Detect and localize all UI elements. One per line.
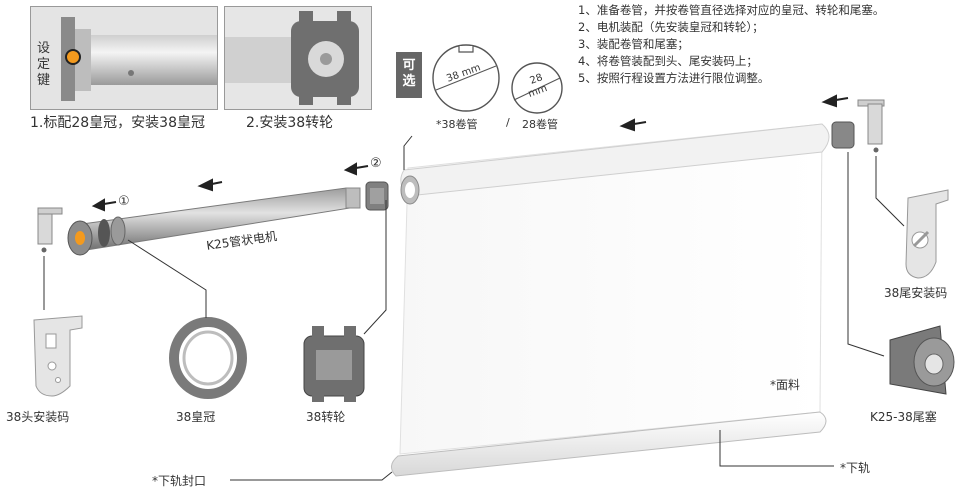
tubular-motor	[67, 187, 361, 256]
set-key-label: 设 定 键	[37, 41, 51, 88]
head-bracket-label: 38头安装码	[6, 410, 70, 424]
bottom-cap-label: *下轨封口	[152, 474, 207, 488]
drive-wheel-large	[303, 326, 365, 402]
caption-crown-photo: 1.标配28皇冠，安装38皇冠	[30, 115, 205, 131]
step-1-marker: ①	[118, 194, 130, 209]
tail-bracket-label: 38尾安装码	[884, 286, 948, 300]
instruction-steps: 1、准备卷管，并按卷管直径选择对应的皇冠、转轮和尾塞。 2、电机装配（先安装皇冠…	[578, 2, 884, 87]
step-5: 5、按照行程设置方法进行限位调整。	[578, 71, 770, 85]
fabric-label: *面料	[770, 378, 801, 392]
crown-ring	[169, 317, 247, 399]
step-2: 2、电机装配（先安装皇冠和转轮）；	[578, 20, 764, 34]
head-bracket-small	[37, 207, 63, 253]
caption-wheel-photo: 2.安装38转轮	[246, 115, 334, 131]
drive-wheel-illustration	[225, 7, 371, 109]
crown-label: 38皇冠	[176, 410, 216, 424]
tail-bracket-large	[905, 189, 949, 279]
step-2-marker: ②	[370, 156, 382, 171]
end-plug-large	[889, 325, 955, 395]
roller-blind	[391, 123, 830, 477]
step-3: 3、装配卷管和尾塞；	[578, 37, 689, 51]
optional-badge: 可 选	[396, 52, 422, 98]
tail-assembly-small	[831, 99, 885, 153]
bottom-rail-label: *下轨	[840, 461, 871, 475]
photo-motor-head: 设 定 键	[30, 6, 218, 110]
head-bracket-large	[33, 315, 83, 397]
wheel-label: 38转轮	[306, 410, 346, 424]
tube-28-section	[511, 62, 563, 114]
leader-lines	[43, 135, 905, 481]
tube-separator: /	[506, 116, 510, 129]
tube-38-label: *38卷管	[436, 118, 478, 131]
drive-wheel-small	[365, 181, 389, 211]
tube-28-label: 28卷管	[522, 118, 558, 131]
end-plug-label: K25-38尾塞	[870, 410, 937, 424]
motor-head-illustration	[31, 7, 217, 109]
step-1: 1、准备卷管，并按卷管直径选择对应的皇冠、转轮和尾塞。	[578, 3, 885, 17]
tube-38-section	[432, 44, 500, 112]
photo-drive-wheel	[224, 6, 372, 110]
step-4: 4、将卷管装配到头、尾安装码上；	[578, 54, 758, 68]
arrows	[91, 94, 849, 212]
set-key-dot	[65, 49, 81, 65]
